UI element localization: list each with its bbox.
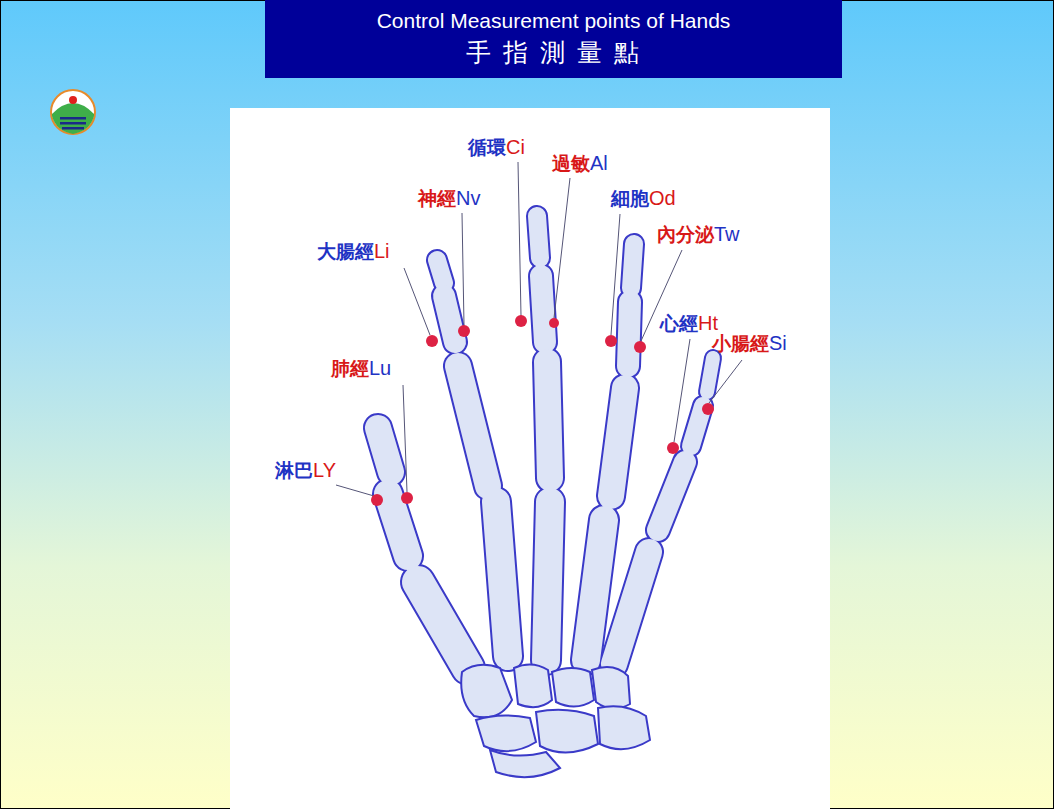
meridian-name: 小腸經 [712,332,769,354]
meridian-name: 肺經 [331,357,369,379]
point-label: 神經Nv [418,187,480,211]
point-label: 肺經Lu [331,357,391,381]
carpal-bones [461,664,650,777]
meridian-name: 內分泌 [657,223,714,245]
meridian-name: 細胞 [611,187,649,209]
point-code: Ht [698,312,718,334]
title-chinese: 手 指 測 量 點 [275,36,832,70]
point-code: Ci [506,136,525,158]
finger-bones [378,216,713,668]
point-code: Li [374,240,390,262]
point-code: Al [590,152,608,174]
meridian-name: 過敏 [552,152,590,174]
point-code: LY [313,459,336,481]
title-box: Control Measurement points of Hands手 指 測… [265,0,842,78]
point-code: Lu [369,357,391,379]
meridian-name: 心經 [660,312,698,334]
logo-icon [51,90,95,134]
point-code: Si [769,332,787,354]
point-label: 循環Ci [468,136,525,160]
meridian-name: 循環 [468,136,506,158]
meridian-name: 大腸經 [317,240,374,262]
point-label: 大腸經Li [317,240,390,264]
point-label: 小腸經Si [712,332,787,356]
point-code: Nv [456,187,480,209]
point-label: 細胞Od [611,187,676,211]
point-label: 淋巴LY [275,459,336,483]
point-label: 過敏Al [552,152,608,176]
point-label: 心經Ht [660,312,718,336]
point-code: Od [649,187,676,209]
meridian-name: 神經 [418,187,456,209]
leader-lines [336,162,742,496]
point-label: 內分泌Tw [657,223,740,247]
measurement-dots [371,315,714,506]
meridian-name: 淋巴 [275,459,313,481]
point-code: Tw [714,223,740,245]
title-heading: Control Measurement points of Hands [275,6,832,36]
